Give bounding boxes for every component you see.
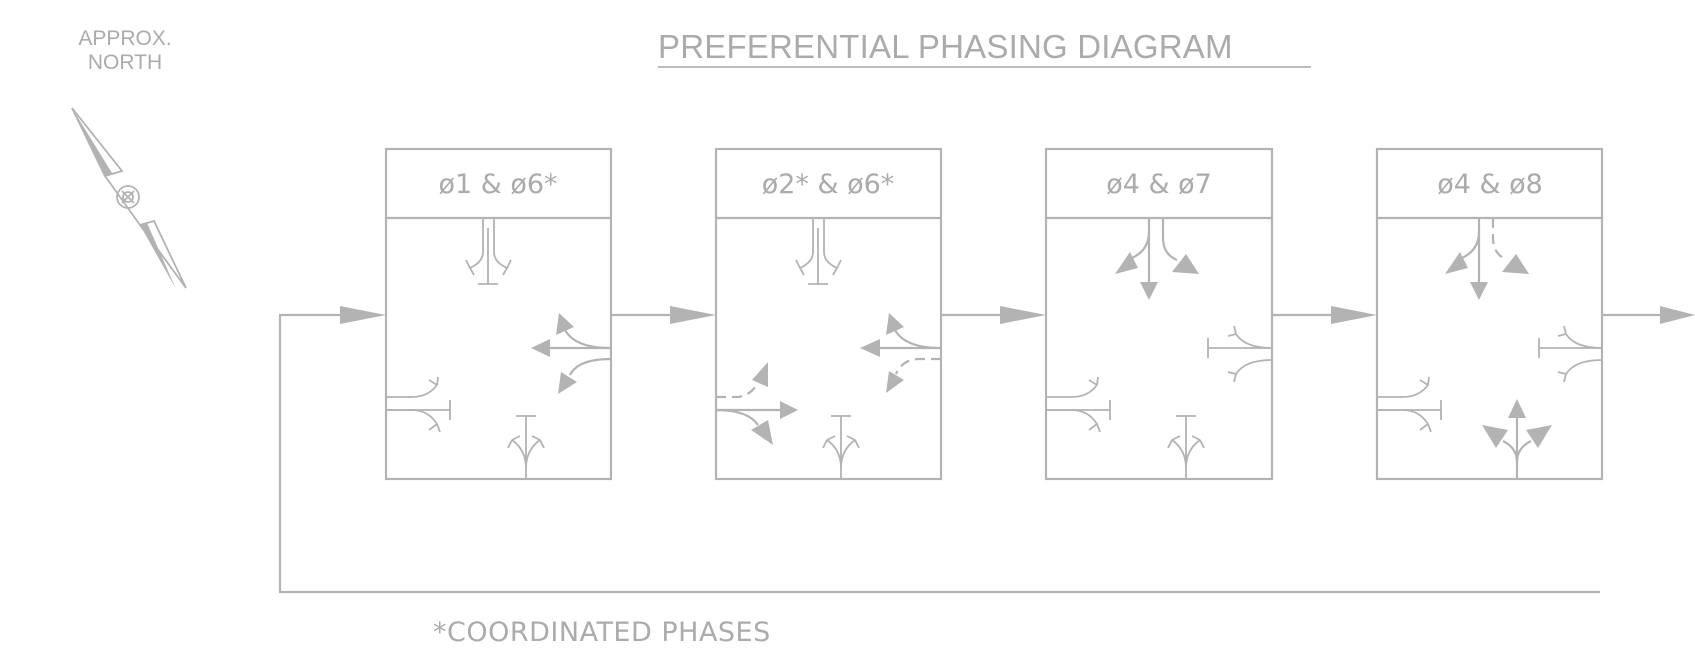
phase-label-1: ø1 & ø6* (438, 169, 557, 200)
diagram-title: PREFERENTIAL PHASING DIAGRAM (658, 28, 1233, 65)
phase-box-4: ø4 & ø8 (1375, 147, 1604, 481)
phase-box-2: ø2* & ø6* (714, 147, 943, 481)
phase-label-4: ø4 & ø8 (1437, 169, 1543, 200)
phase-label-3: ø4 & ø7 (1106, 169, 1212, 200)
flow-loop (278, 306, 1695, 594)
north-label-line2: NORTH (88, 51, 162, 74)
north-label-line1: APPROX. (78, 27, 171, 50)
footnote: *COORDINATED PHASES (433, 617, 771, 648)
north-arrow-icon (71, 107, 187, 289)
phase-box-1: ø1 & ø6* (384, 147, 613, 481)
phase-box-3: ø4 & ø7 (1044, 147, 1274, 481)
phase-label-2: ø2* & ø6* (762, 169, 895, 200)
